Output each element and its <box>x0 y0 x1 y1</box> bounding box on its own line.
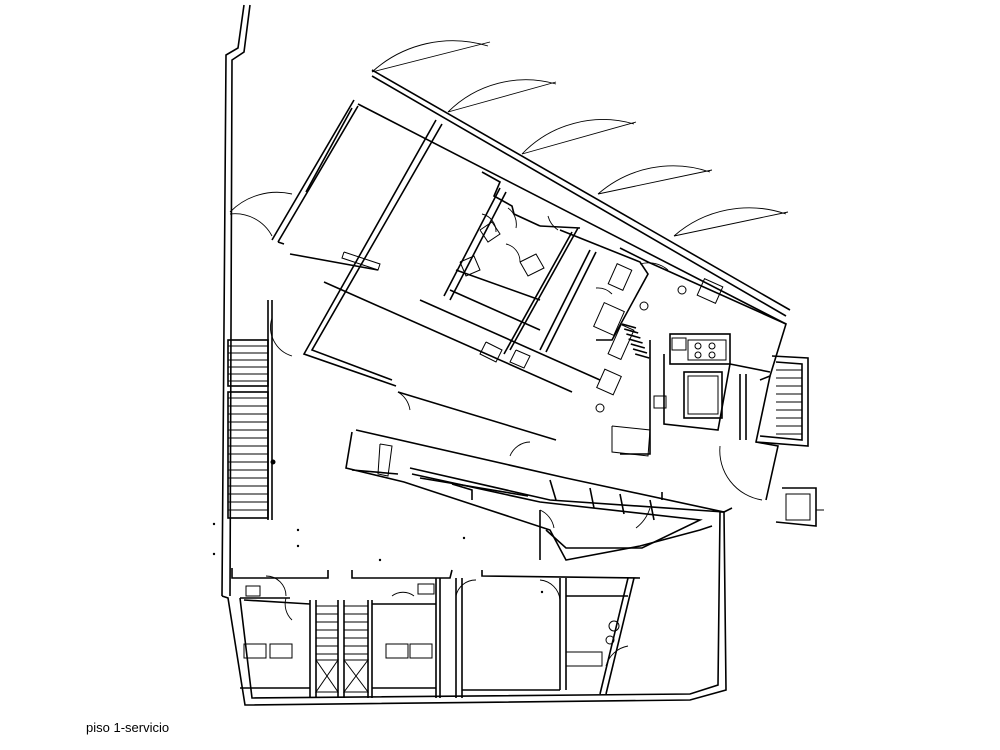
grill-bar <box>626 333 641 339</box>
kitchen <box>539 229 787 501</box>
grill-bar <box>628 338 643 344</box>
grill-bar <box>632 348 648 354</box>
column-markers <box>212 522 544 594</box>
grill-bar <box>621 323 637 329</box>
middle-rooms <box>443 171 581 369</box>
right-staircase <box>755 355 824 527</box>
grill-bar <box>630 343 646 349</box>
left-staircase <box>227 300 276 520</box>
grill-bar <box>634 353 650 359</box>
grill-bar <box>623 328 639 334</box>
upper-bay <box>229 40 791 441</box>
bottom-rooms <box>240 575 635 698</box>
plan-caption: piso 1-servicio <box>86 720 170 735</box>
corridor-ramp <box>345 429 733 561</box>
